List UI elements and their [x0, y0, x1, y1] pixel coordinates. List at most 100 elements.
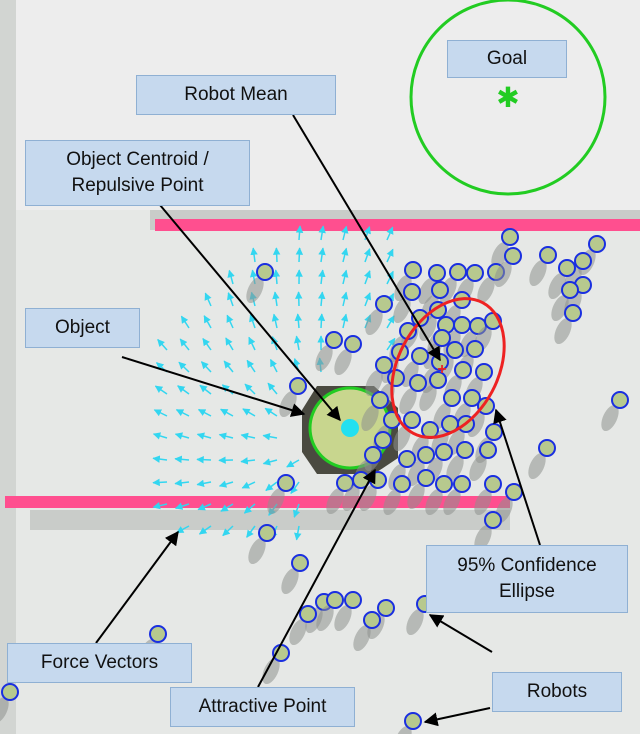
- robot-shadow: [281, 567, 299, 595]
- force-vector: [152, 501, 168, 510]
- force-vector: [244, 383, 256, 395]
- force-vector: [241, 481, 256, 489]
- force-vector: [222, 525, 234, 537]
- force-vector: [286, 459, 300, 468]
- force-vector: [341, 247, 349, 263]
- goal-label-text: Goal: [486, 48, 528, 69]
- force-vector: [386, 248, 394, 263]
- robot-shadow: [267, 487, 285, 515]
- robot: [477, 397, 495, 415]
- robot-mean-label: Robot Mean: [136, 75, 336, 115]
- object-centroid-label: Object Centroid / Repulsive Point: [25, 140, 250, 206]
- robot-shadow: [399, 387, 417, 415]
- robot-shadow: [494, 260, 512, 288]
- robot-shadow: [383, 488, 401, 516]
- force-vector: [227, 292, 235, 307]
- robot: [325, 331, 343, 349]
- robot-shadow: [446, 454, 464, 482]
- robot-shadow: [393, 424, 411, 452]
- force-vector: [272, 291, 280, 307]
- robot-shadow: [491, 241, 509, 269]
- robot-shadow: [528, 452, 546, 480]
- force-vector: [223, 360, 234, 373]
- force-vector: [341, 225, 349, 241]
- force-vector: [293, 503, 301, 518]
- force-vector: [226, 314, 234, 329]
- force-vector: [262, 458, 278, 466]
- robot-shadow: [419, 384, 437, 412]
- force-vector: [340, 313, 349, 329]
- confidence-ellipse-label-line2: Ellipse: [499, 581, 555, 602]
- force-vector: [200, 361, 212, 373]
- robot-shadow: [474, 488, 492, 516]
- object-centroid-marker: [341, 419, 359, 437]
- force-vector: [174, 455, 190, 464]
- force-vector: [199, 384, 212, 395]
- force-vector: [262, 433, 278, 441]
- robot-shadow: [0, 696, 9, 724]
- robot-shadow: [248, 537, 266, 565]
- robot: [375, 295, 393, 313]
- robot: [258, 524, 276, 542]
- force-vector: [317, 313, 326, 329]
- force-vector: [269, 358, 278, 373]
- force-vector: [174, 432, 190, 440]
- robot: [456, 441, 474, 459]
- goal-circle: [409, 0, 607, 196]
- robot: [454, 361, 472, 379]
- centroid-arrow: [159, 204, 341, 422]
- force-vectors-label: Force Vectors: [7, 643, 192, 683]
- force-vector: [203, 315, 212, 329]
- force-vector: [197, 408, 212, 417]
- robot: [374, 431, 392, 449]
- force-vector: [240, 432, 256, 441]
- robot: [505, 483, 523, 501]
- force-vector: [196, 432, 212, 440]
- robot: [411, 347, 429, 365]
- robot: [344, 591, 362, 609]
- robot: [453, 316, 471, 334]
- robot-shadow: [425, 488, 443, 516]
- goal-star-icon: ✱: [496, 81, 519, 114]
- force-vector: [290, 481, 300, 495]
- robot-shadow: [554, 317, 572, 345]
- force-vector: [153, 409, 168, 417]
- robot-shadow: [315, 344, 333, 372]
- force-vector: [363, 270, 372, 285]
- force-vector: [386, 315, 395, 329]
- robot-shadow: [443, 488, 461, 516]
- force-vectors-label-text: Force Vectors: [40, 652, 159, 673]
- robot: [466, 340, 484, 358]
- robot: [403, 411, 421, 429]
- force-vector: [157, 338, 168, 351]
- robot: [479, 441, 497, 459]
- robot: [371, 391, 389, 409]
- force-vector: [341, 291, 349, 307]
- force-vector: [220, 503, 234, 512]
- robot: [299, 605, 317, 623]
- force-vector: [152, 455, 168, 463]
- robot-shadow: [262, 657, 280, 685]
- attractive-point-arrow: [257, 468, 376, 688]
- robot: [375, 356, 393, 374]
- force-vector: [295, 247, 304, 263]
- force-vector: [204, 292, 212, 307]
- robot-shadow: [246, 276, 264, 304]
- robot-shadow: [394, 725, 412, 734]
- robot: [277, 474, 295, 492]
- robot: [428, 264, 446, 282]
- force-vector: [175, 409, 190, 417]
- robots-arrow-upper: [428, 614, 493, 653]
- robot-shadow: [289, 618, 307, 646]
- robot: [433, 329, 451, 347]
- robot: [387, 369, 405, 387]
- force-vector: [225, 337, 234, 351]
- force-vector: [218, 480, 234, 488]
- force-vector: [267, 382, 278, 395]
- force-vector: [364, 292, 372, 307]
- robot: [435, 475, 453, 493]
- force-vector: [243, 503, 256, 514]
- object-arrow: [121, 356, 306, 417]
- robot: [326, 591, 344, 609]
- object-label-text: Object: [55, 317, 110, 338]
